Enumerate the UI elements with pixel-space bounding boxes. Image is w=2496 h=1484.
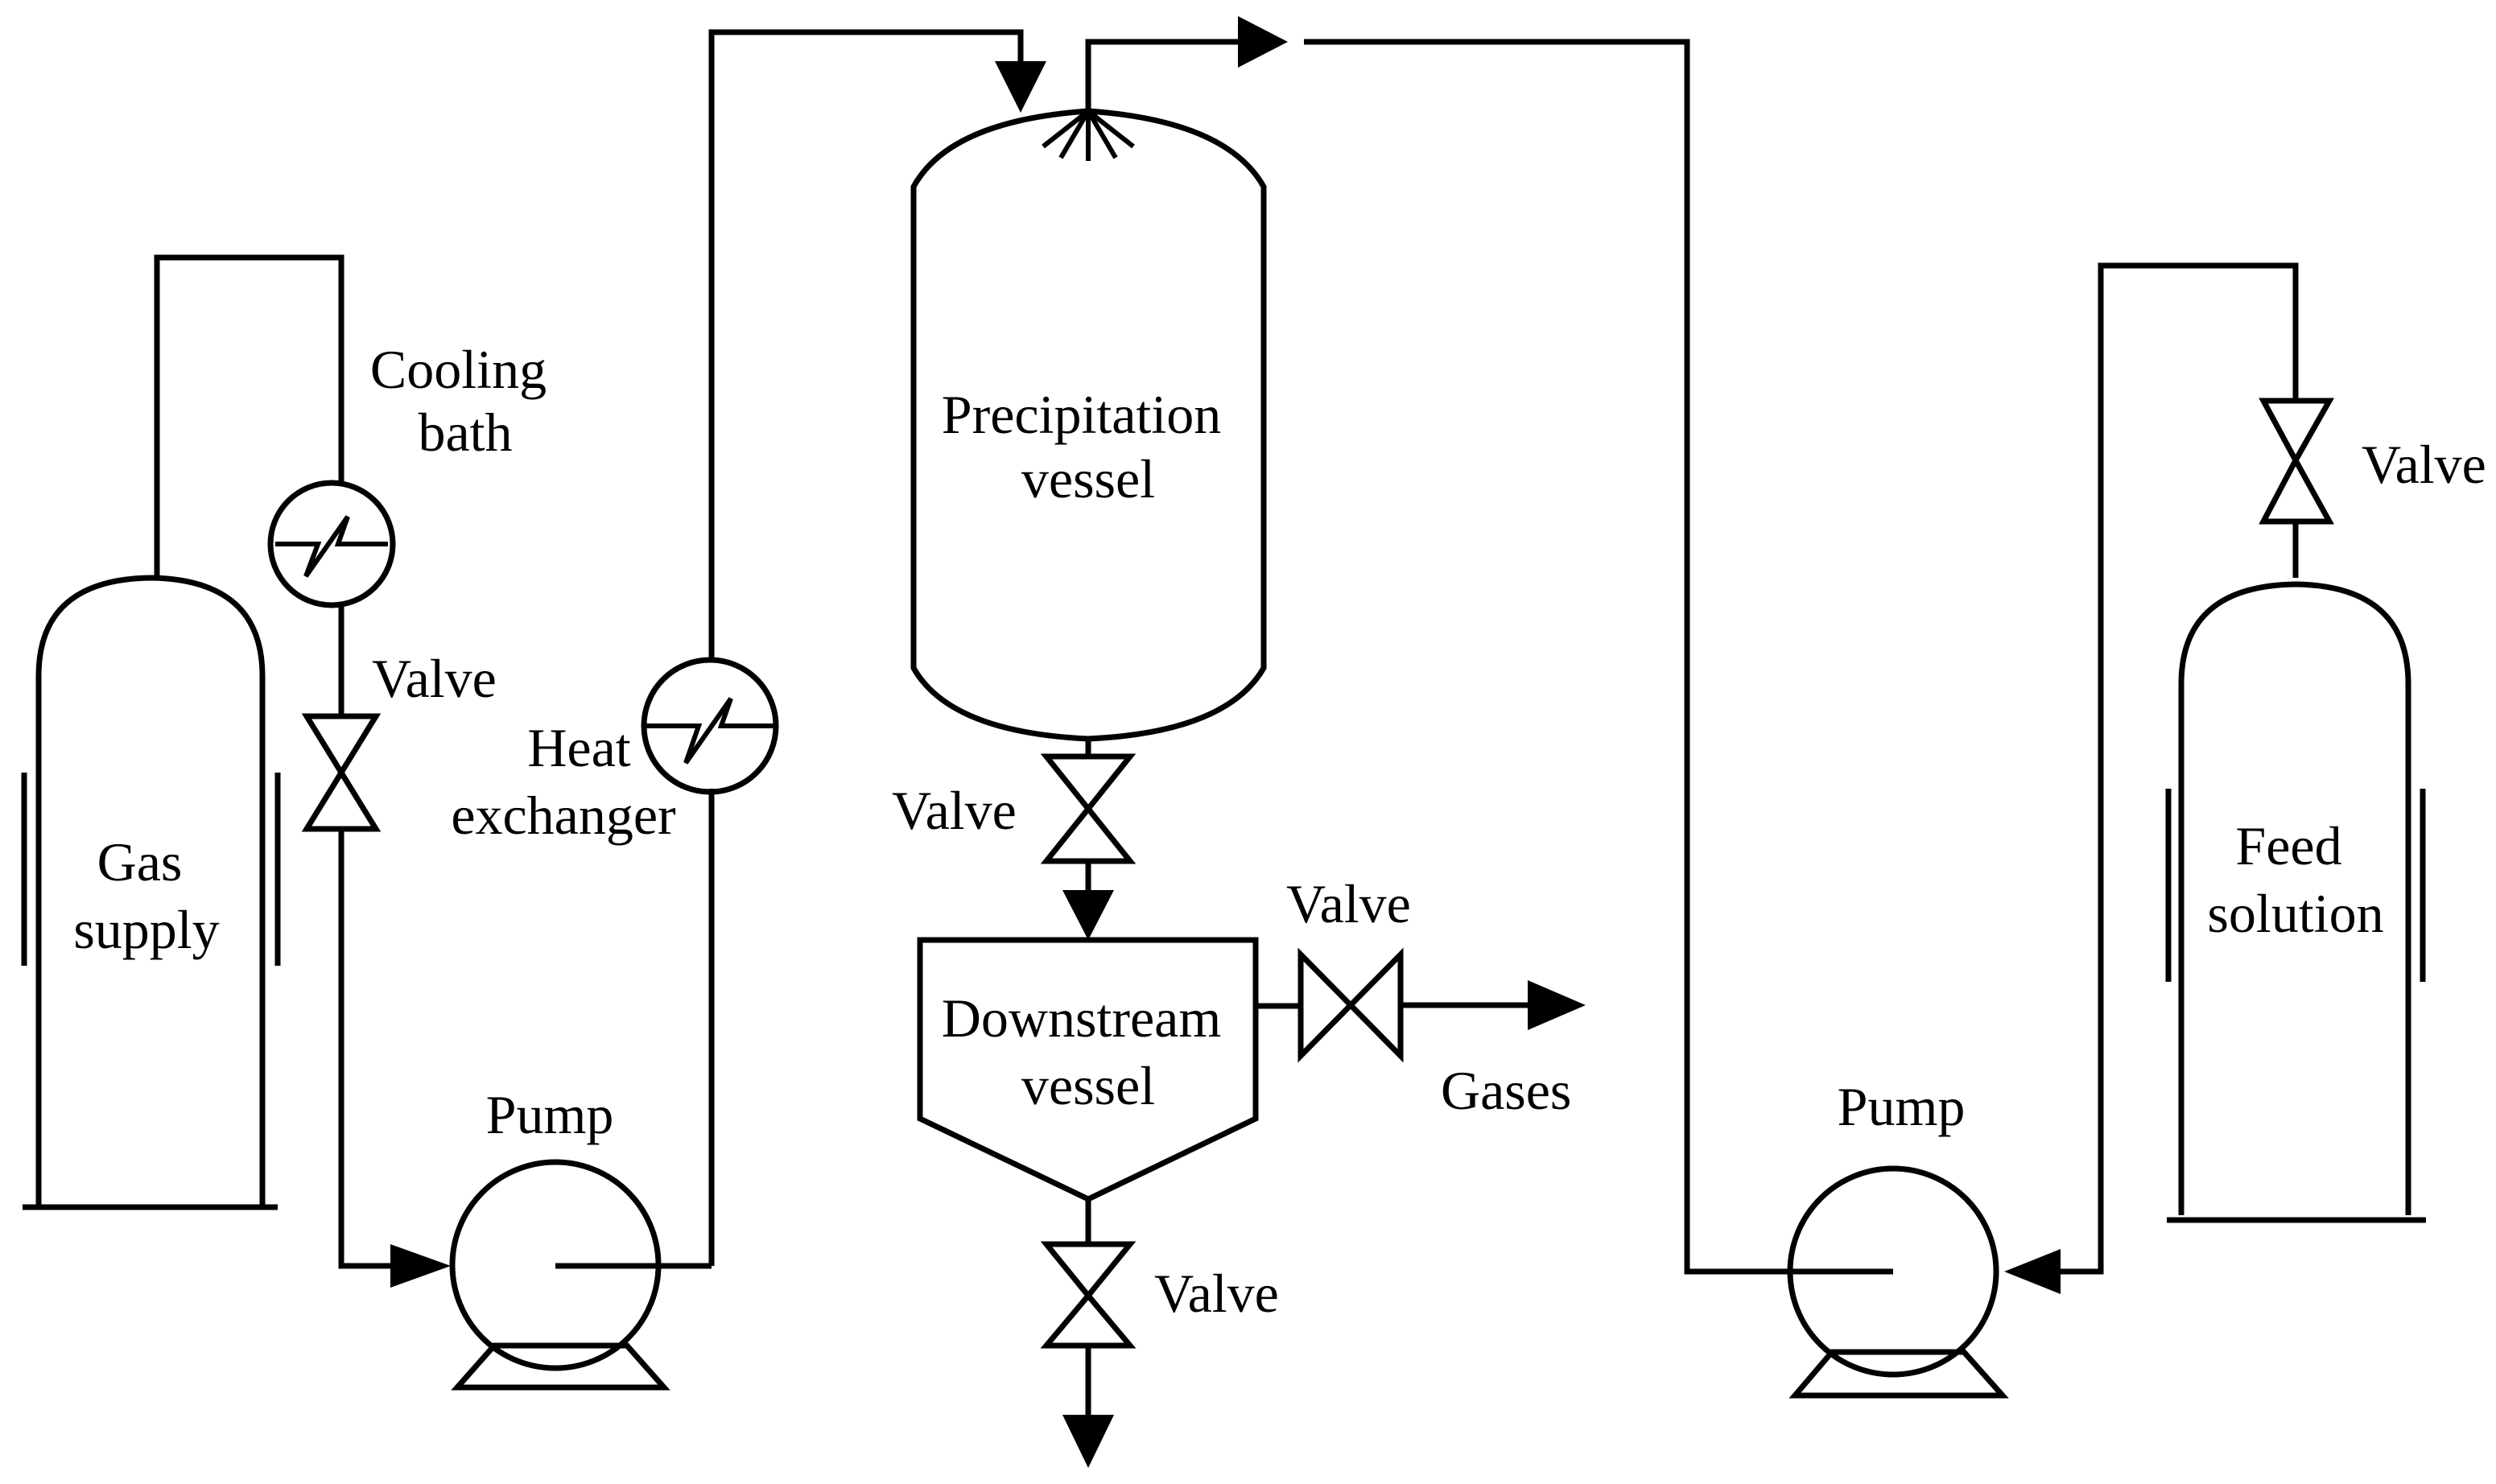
gases-outlet-arrow [1528, 980, 1586, 1030]
precipitation-vessel-shape [910, 108, 1267, 742]
downstream-vessel-label: Downstream vessel [942, 987, 1235, 1116]
feed-solution-label-line1: Feed [2235, 815, 2341, 876]
bottom-drain-valve-label: Valve [1154, 1263, 1279, 1324]
pump-left-inlet-arrow [390, 1244, 451, 1288]
precipitation-vessel-label-line2: vessel [1021, 448, 1155, 509]
pump-left-label: Pump [486, 1084, 614, 1145]
bottom-drain-arrow [1062, 1415, 1114, 1468]
gas-line-valve-label: Valve [372, 648, 497, 709]
pump-right-label: Pump [1838, 1076, 1966, 1137]
vessel-inlet-arrow-left [995, 61, 1046, 113]
heat-exchanger-label-line1: Heat [527, 717, 630, 778]
precipitation-vessel-label: Precipitation vessel [942, 384, 1235, 509]
heat-exchanger-to-vessel-pipe [708, 29, 1024, 660]
heat-exchanger-icon [641, 657, 779, 795]
gases-outlet-label: Gases [1441, 1060, 1571, 1121]
feed-line-pipe-to-vessel [1304, 39, 1890, 1275]
gas-vent-valve-icon [1298, 947, 1404, 1063]
gas-vent-valve-label: Valve [1286, 873, 1411, 934]
feed-solution-cylinder [2165, 581, 2426, 1223]
gas-supply-label: Gas supply [73, 831, 219, 960]
cooling-bath-exchanger-icon [267, 480, 396, 608]
gas-line-pipe-to-pump [338, 829, 402, 1269]
downstream-vessel-label-line2: vessel [1021, 1055, 1155, 1116]
cooling-bath-label: Cooling bath [370, 339, 560, 463]
heat-exchanger-label-line2: exchanger [451, 785, 676, 846]
feed-line-valve-icon [2259, 398, 2335, 525]
cooling-bath-label-line1: Cooling [370, 339, 547, 400]
downstream-vessel-label-line1: Downstream [942, 987, 1221, 1049]
pump-right-inlet-arrow [2004, 1249, 2061, 1294]
spray-nozzle-icon [1042, 109, 1135, 161]
feed-line-direction-arrow [1238, 16, 1288, 68]
gas-supply-cylinder [21, 575, 281, 1210]
feed-solution-label: Feed solution [2207, 815, 2383, 944]
gas-line-pipe [154, 254, 344, 578]
heat-exchanger-label: Heat exchanger [451, 717, 676, 846]
cooling-bath-label-line2: bath [418, 402, 512, 463]
gas-supply-label-line1: Gas [97, 831, 183, 892]
gas-supply-label-line2: supply [73, 899, 219, 960]
precipitation-vessel-label-line1: Precipitation [942, 384, 1221, 445]
feed-solution-label-line2: solution [2207, 883, 2383, 944]
downstream-inlet-arrow [1062, 890, 1114, 940]
downstream-vessel-shape [917, 937, 1259, 1202]
feed-line-pipe-into-vessel-top [1085, 39, 1238, 111]
feed-line-valve-label: Valve [2362, 434, 2486, 495]
precipitation-outlet-valve-icon [1040, 753, 1137, 864]
pump-right-icon [1787, 1165, 2009, 1399]
feed-line-pipe-top [2061, 262, 2299, 1275]
precipitation-outlet-valve-label: Valve [892, 780, 1017, 841]
bottom-drain-valve-icon [1040, 1241, 1137, 1349]
pump-left-icon [449, 1159, 712, 1391]
gas-line-valve-icon [301, 713, 382, 832]
